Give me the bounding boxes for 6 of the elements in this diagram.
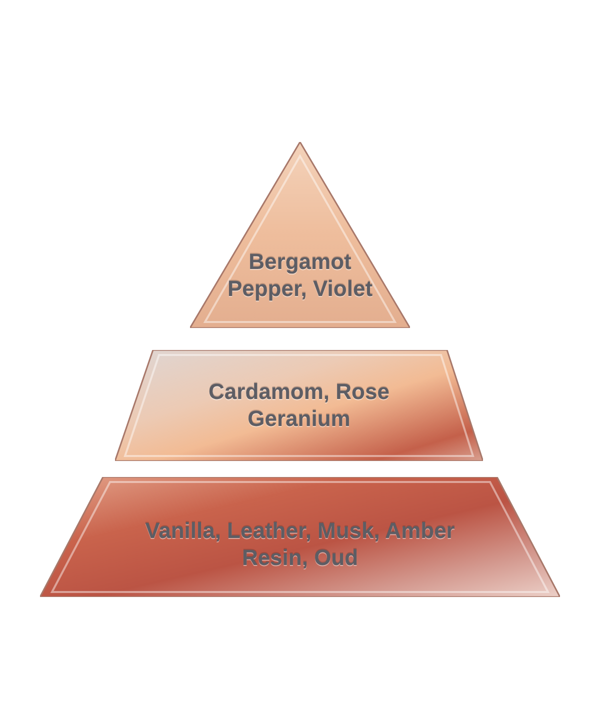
fragrance-notes-text: Vanilla, Leather, Musk, Amber Resin, Oud <box>144 517 456 571</box>
pyramid-top-tier <box>190 142 410 328</box>
fragrance-notes-text: Bergamot Pepper, Violet <box>226 248 374 302</box>
fragrance-notes-text: Cardamom, Rose Geranium <box>208 378 390 432</box>
pyramid-base-tier <box>40 477 560 597</box>
pyramid-middle-tier <box>115 350 483 461</box>
